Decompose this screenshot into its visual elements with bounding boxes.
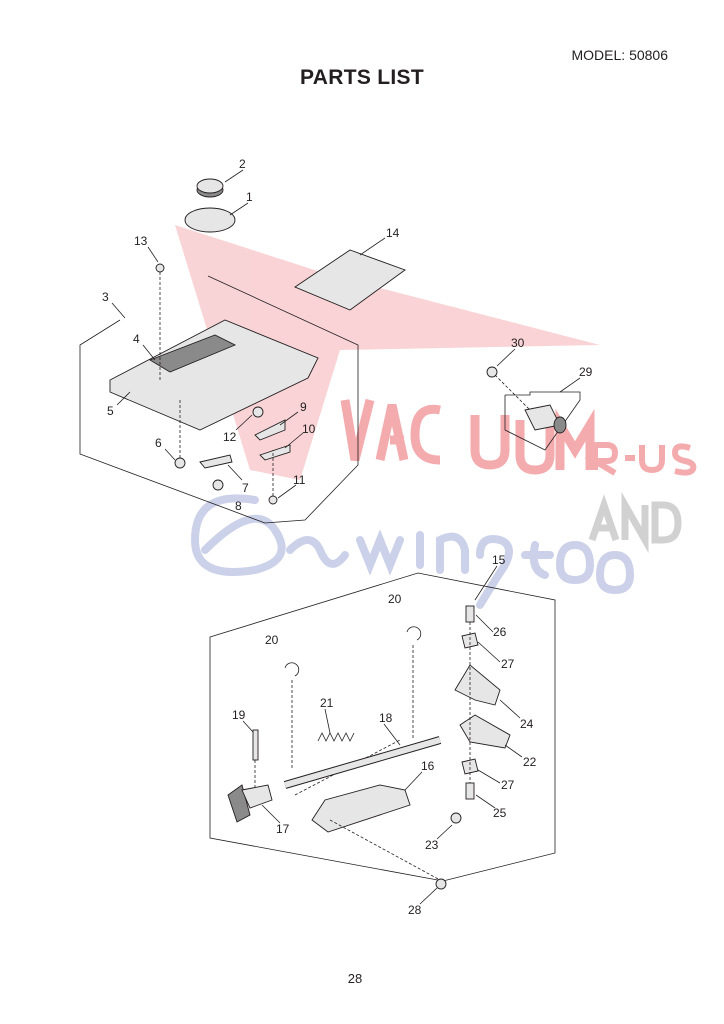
part-label: 1 [246, 190, 253, 204]
bracket [311, 784, 411, 833]
needle-plate [109, 319, 319, 431]
slide-plate [294, 249, 406, 311]
part-label: 20 [388, 592, 402, 606]
part-label: 24 [520, 717, 534, 731]
part-label: 2 [239, 157, 246, 171]
part-label: 8 [235, 499, 242, 513]
arm-22 [459, 714, 511, 749]
part-label: 6 [155, 436, 162, 450]
part-label: 23 [425, 838, 439, 852]
part-label: 7 [242, 481, 249, 495]
part-label: 22 [523, 755, 537, 769]
part-label: 27 [501, 657, 515, 671]
part-label: 20 [265, 633, 279, 647]
part-label: 16 [421, 759, 435, 773]
lever [227, 784, 251, 823]
lower-group-outline [209, 572, 556, 882]
part-label: 14 [386, 226, 400, 240]
part-label: 5 [107, 404, 114, 418]
part-label: 18 [379, 711, 393, 725]
page-title: PARTS LIST [300, 66, 424, 89]
upper-group-outline [79, 275, 359, 524]
arm-24 [454, 664, 501, 706]
part-label: 4 [133, 332, 140, 346]
part-label: 19 [232, 708, 246, 722]
part-label: 3 [102, 290, 109, 304]
part-label: 10 [302, 422, 316, 436]
part-label: 11 [293, 473, 306, 487]
part-label: 26 [493, 625, 507, 639]
bobbin-case [184, 207, 236, 233]
part-label: 9 [300, 400, 307, 414]
page-number: 28 [347, 971, 363, 986]
model-number: MODEL: 50806 [571, 47, 669, 63]
part-label: 30 [511, 336, 525, 350]
part-label: 17 [276, 822, 290, 836]
upper-part-labels: 2 1 13 14 3 4 5 6 12 9 10 7 8 11 30 29 [102, 157, 593, 513]
part-label: 27 [501, 778, 515, 792]
part-label: 12 [223, 430, 237, 444]
part-label: 29 [579, 365, 593, 379]
spring [317, 732, 355, 742]
part-label: 25 [493, 806, 507, 820]
part-label: 13 [134, 234, 148, 248]
part-label: 21 [320, 696, 334, 710]
lower-part-labels: 15 20 20 26 27 24 21 18 19 22 27 16 25 1… [232, 553, 537, 917]
part-label: 28 [408, 903, 422, 917]
part-label: 15 [492, 553, 506, 567]
watermark-logo [175, 225, 697, 609]
